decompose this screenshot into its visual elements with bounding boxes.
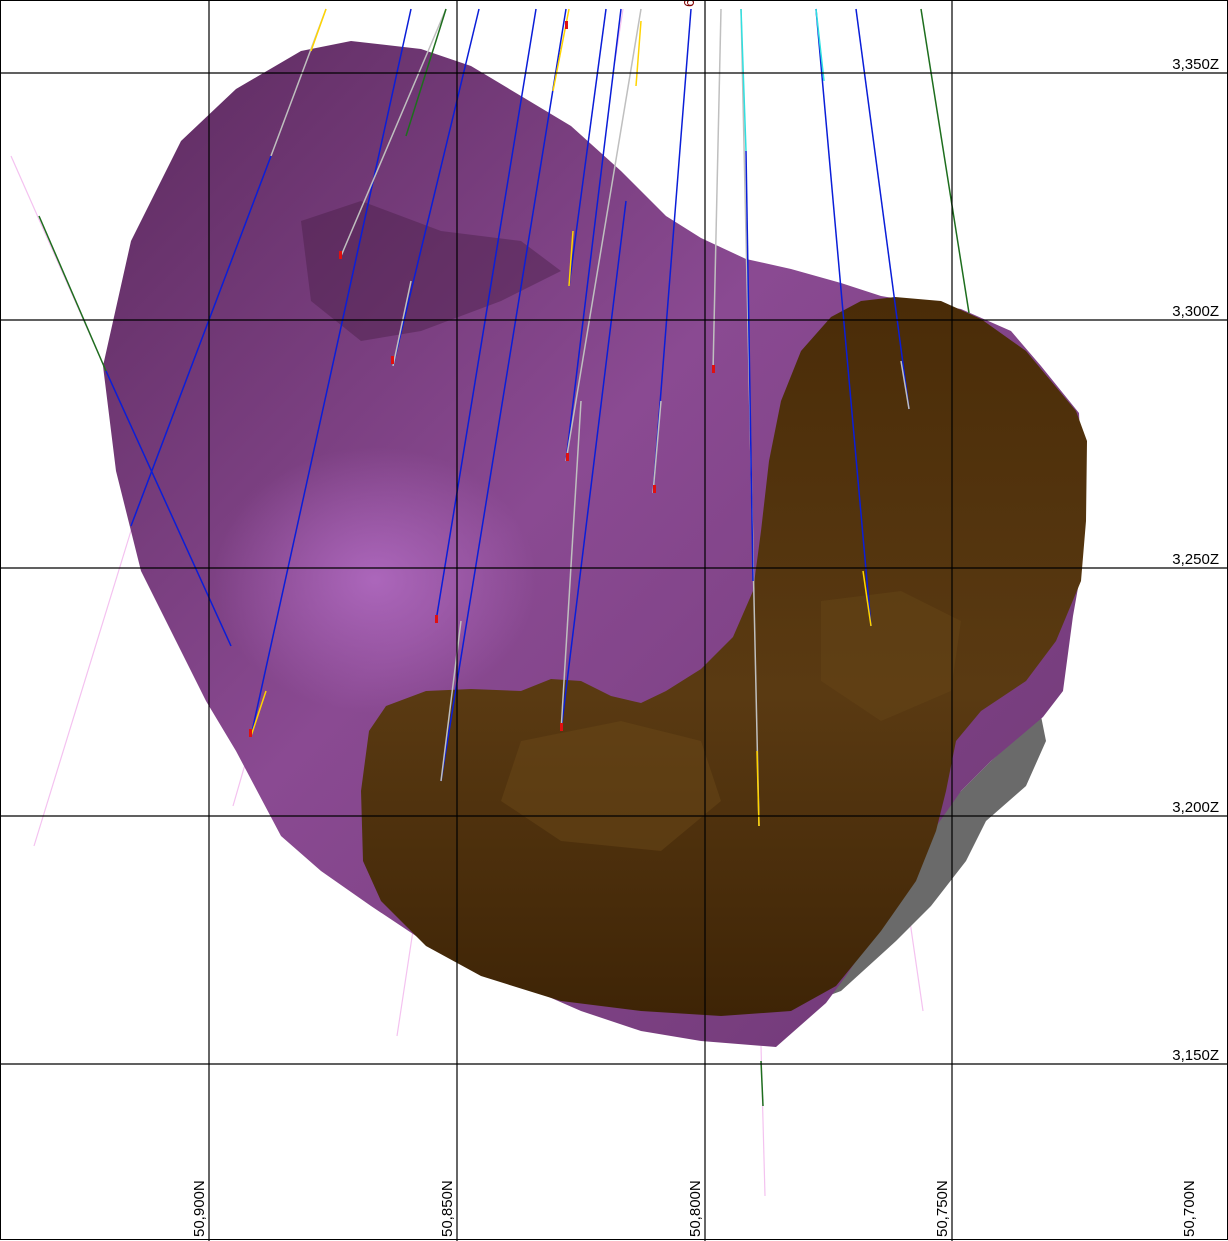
elevation-label-3350: 3,350Z xyxy=(1172,56,1219,73)
brown-highlight-2 xyxy=(821,591,961,721)
elevation-label-3250: 3,250Z xyxy=(1172,551,1219,568)
intercept-marks xyxy=(249,21,715,737)
purple-shadow xyxy=(301,201,561,341)
northing-label-50900: 50,900N xyxy=(191,1180,208,1237)
brown-highlight xyxy=(501,721,721,851)
northing-label-50850: 50,850N xyxy=(439,1180,456,1237)
top-edge-label: 6 xyxy=(681,1,698,7)
brown-solid xyxy=(361,297,1087,1016)
northing-label-50700: 50,700N xyxy=(1181,1180,1198,1237)
elevation-label-3200: 3,200Z xyxy=(1172,799,1219,816)
elevation-label-3150: 3,150Z xyxy=(1172,1047,1219,1064)
purple-highlight xyxy=(191,371,651,751)
northing-label-50800: 50,800N xyxy=(687,1180,704,1237)
northing-label-50750: 50,750N xyxy=(934,1180,951,1237)
drillhole-traces xyxy=(38,8,970,1107)
elevation-label-3300: 3,300Z xyxy=(1172,303,1219,320)
